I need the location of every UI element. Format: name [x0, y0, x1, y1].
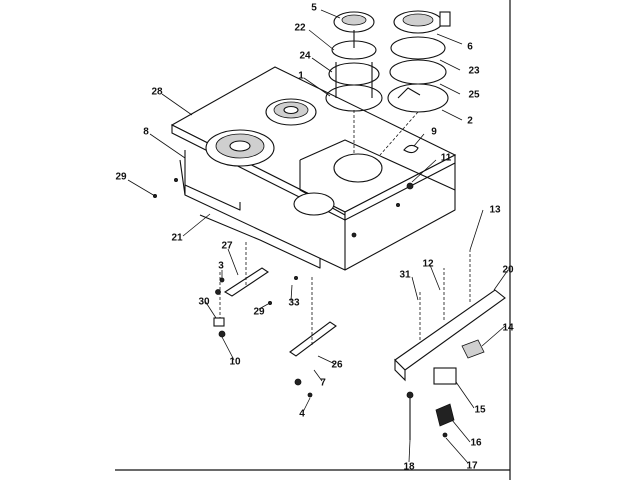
callout-5: 5 — [311, 3, 317, 14]
callout-3: 3 — [218, 261, 224, 272]
callout-15: 15 — [474, 405, 486, 416]
callout-21: 21 — [171, 233, 183, 244]
callout-9: 9 — [431, 127, 437, 138]
leader-lines — [127, 9, 509, 464]
callout-8: 8 — [143, 127, 149, 138]
callout-26: 26 — [331, 360, 343, 371]
clip-and-screw — [351, 144, 419, 238]
callout-6: 6 — [467, 42, 473, 53]
callout-20: 20 — [502, 265, 514, 276]
callout-29-mid: 29 — [253, 307, 265, 318]
fasteners-left — [152, 177, 313, 398]
callout-numbers: 5 6 22 24 1 23 25 2 28 8 9 11 29 13 21 2… — [115, 3, 514, 473]
callout-25: 25 — [468, 90, 480, 101]
bracket-assembly-left — [184, 184, 337, 357]
callout-22: 22 — [294, 23, 306, 34]
surface-elements — [205, 98, 317, 167]
callout-4: 4 — [299, 409, 305, 420]
frame — [115, 0, 511, 480]
callout-24: 24 — [299, 51, 311, 62]
callout-29-top: 29 — [115, 172, 127, 183]
callout-2: 2 — [467, 116, 473, 127]
callout-16: 16 — [470, 438, 482, 449]
callout-27: 27 — [221, 241, 233, 252]
callout-23: 23 — [468, 66, 480, 77]
callout-12: 12 — [422, 259, 434, 270]
callout-10: 10 — [229, 357, 241, 368]
callout-14: 14 — [502, 323, 514, 334]
burner-openings — [293, 153, 383, 216]
callout-13: 13 — [489, 205, 501, 216]
callout-7: 7 — [320, 378, 326, 389]
callout-1: 1 — [298, 71, 304, 82]
callout-11: 11 — [441, 153, 452, 164]
right-burner-stack — [379, 10, 451, 156]
callout-18: 18 — [403, 462, 415, 473]
callout-31: 31 — [399, 270, 411, 281]
callout-28: 28 — [151, 87, 163, 98]
callout-30: 30 — [198, 297, 210, 308]
terminal-bracket-assembly — [394, 250, 506, 440]
left-burner-stack — [325, 11, 383, 155]
callout-17: 17 — [466, 461, 478, 472]
callout-33: 33 — [288, 298, 300, 309]
